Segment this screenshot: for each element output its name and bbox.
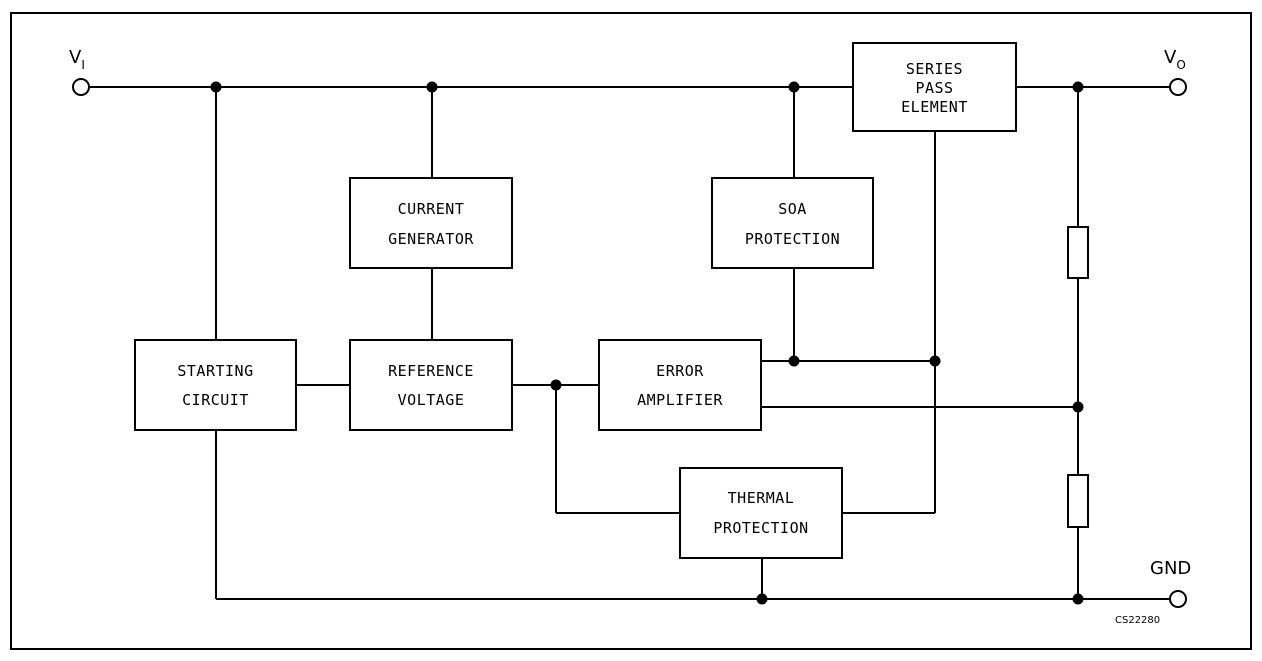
junctions bbox=[210, 81, 1084, 605]
series-pass-element-block: SERIES PASS ELEMENT bbox=[852, 42, 1017, 132]
ground-terminal bbox=[1169, 590, 1187, 608]
current-generator-block: CURRENT GENERATOR bbox=[349, 177, 513, 269]
wires bbox=[90, 86, 1169, 600]
reference-line-1: REFERENCE bbox=[388, 362, 474, 380]
input-terminal bbox=[72, 78, 90, 96]
vo-label: VO bbox=[1164, 47, 1186, 72]
figure-code: CS22280 bbox=[1115, 615, 1160, 626]
vi-label: VI bbox=[69, 47, 85, 72]
junction-dot bbox=[788, 355, 800, 367]
thermal-protection-block: THERMAL PROTECTION bbox=[679, 467, 843, 559]
series-pass-line-1: SERIES bbox=[906, 60, 963, 78]
junction-dot bbox=[929, 355, 941, 367]
series-pass-line-3: ELEMENT bbox=[901, 98, 968, 116]
starting-line-1: STARTING bbox=[177, 362, 253, 380]
error-amplifier-block: ERROR AMPLIFIER bbox=[598, 339, 762, 431]
starting-line-2: CIRCUIT bbox=[182, 391, 249, 409]
resistor-bottom bbox=[1067, 474, 1089, 528]
junction-dot bbox=[788, 81, 800, 93]
junction-dot bbox=[1072, 593, 1084, 605]
soa-line-2: PROTECTION bbox=[745, 230, 840, 248]
error-amp-line-1: ERROR bbox=[656, 362, 704, 380]
junction-dot bbox=[210, 81, 222, 93]
starting-circuit-block: STARTING CIRCUIT bbox=[134, 339, 297, 431]
reference-voltage-block: REFERENCE VOLTAGE bbox=[349, 339, 513, 431]
error-amp-line-2: AMPLIFIER bbox=[637, 391, 723, 409]
soa-protection-block: SOA PROTECTION bbox=[711, 177, 874, 269]
thermal-line-1: THERMAL bbox=[728, 489, 795, 507]
resistor-top bbox=[1067, 226, 1089, 279]
current-generator-line-2: GENERATOR bbox=[388, 230, 474, 248]
junction-dot bbox=[1072, 401, 1084, 413]
soa-line-1: SOA bbox=[778, 200, 807, 218]
current-generator-line-1: CURRENT bbox=[398, 200, 465, 218]
figure-frame bbox=[10, 12, 1252, 650]
gnd-label: GND bbox=[1150, 558, 1191, 579]
junction-dot bbox=[426, 81, 438, 93]
output-terminal bbox=[1169, 78, 1187, 96]
thermal-line-2: PROTECTION bbox=[713, 519, 808, 537]
reference-line-2: VOLTAGE bbox=[398, 391, 465, 409]
junction-dot bbox=[550, 379, 562, 391]
junction-dot bbox=[756, 593, 768, 605]
series-pass-line-2: PASS bbox=[915, 79, 953, 97]
junction-dot bbox=[1072, 81, 1084, 93]
